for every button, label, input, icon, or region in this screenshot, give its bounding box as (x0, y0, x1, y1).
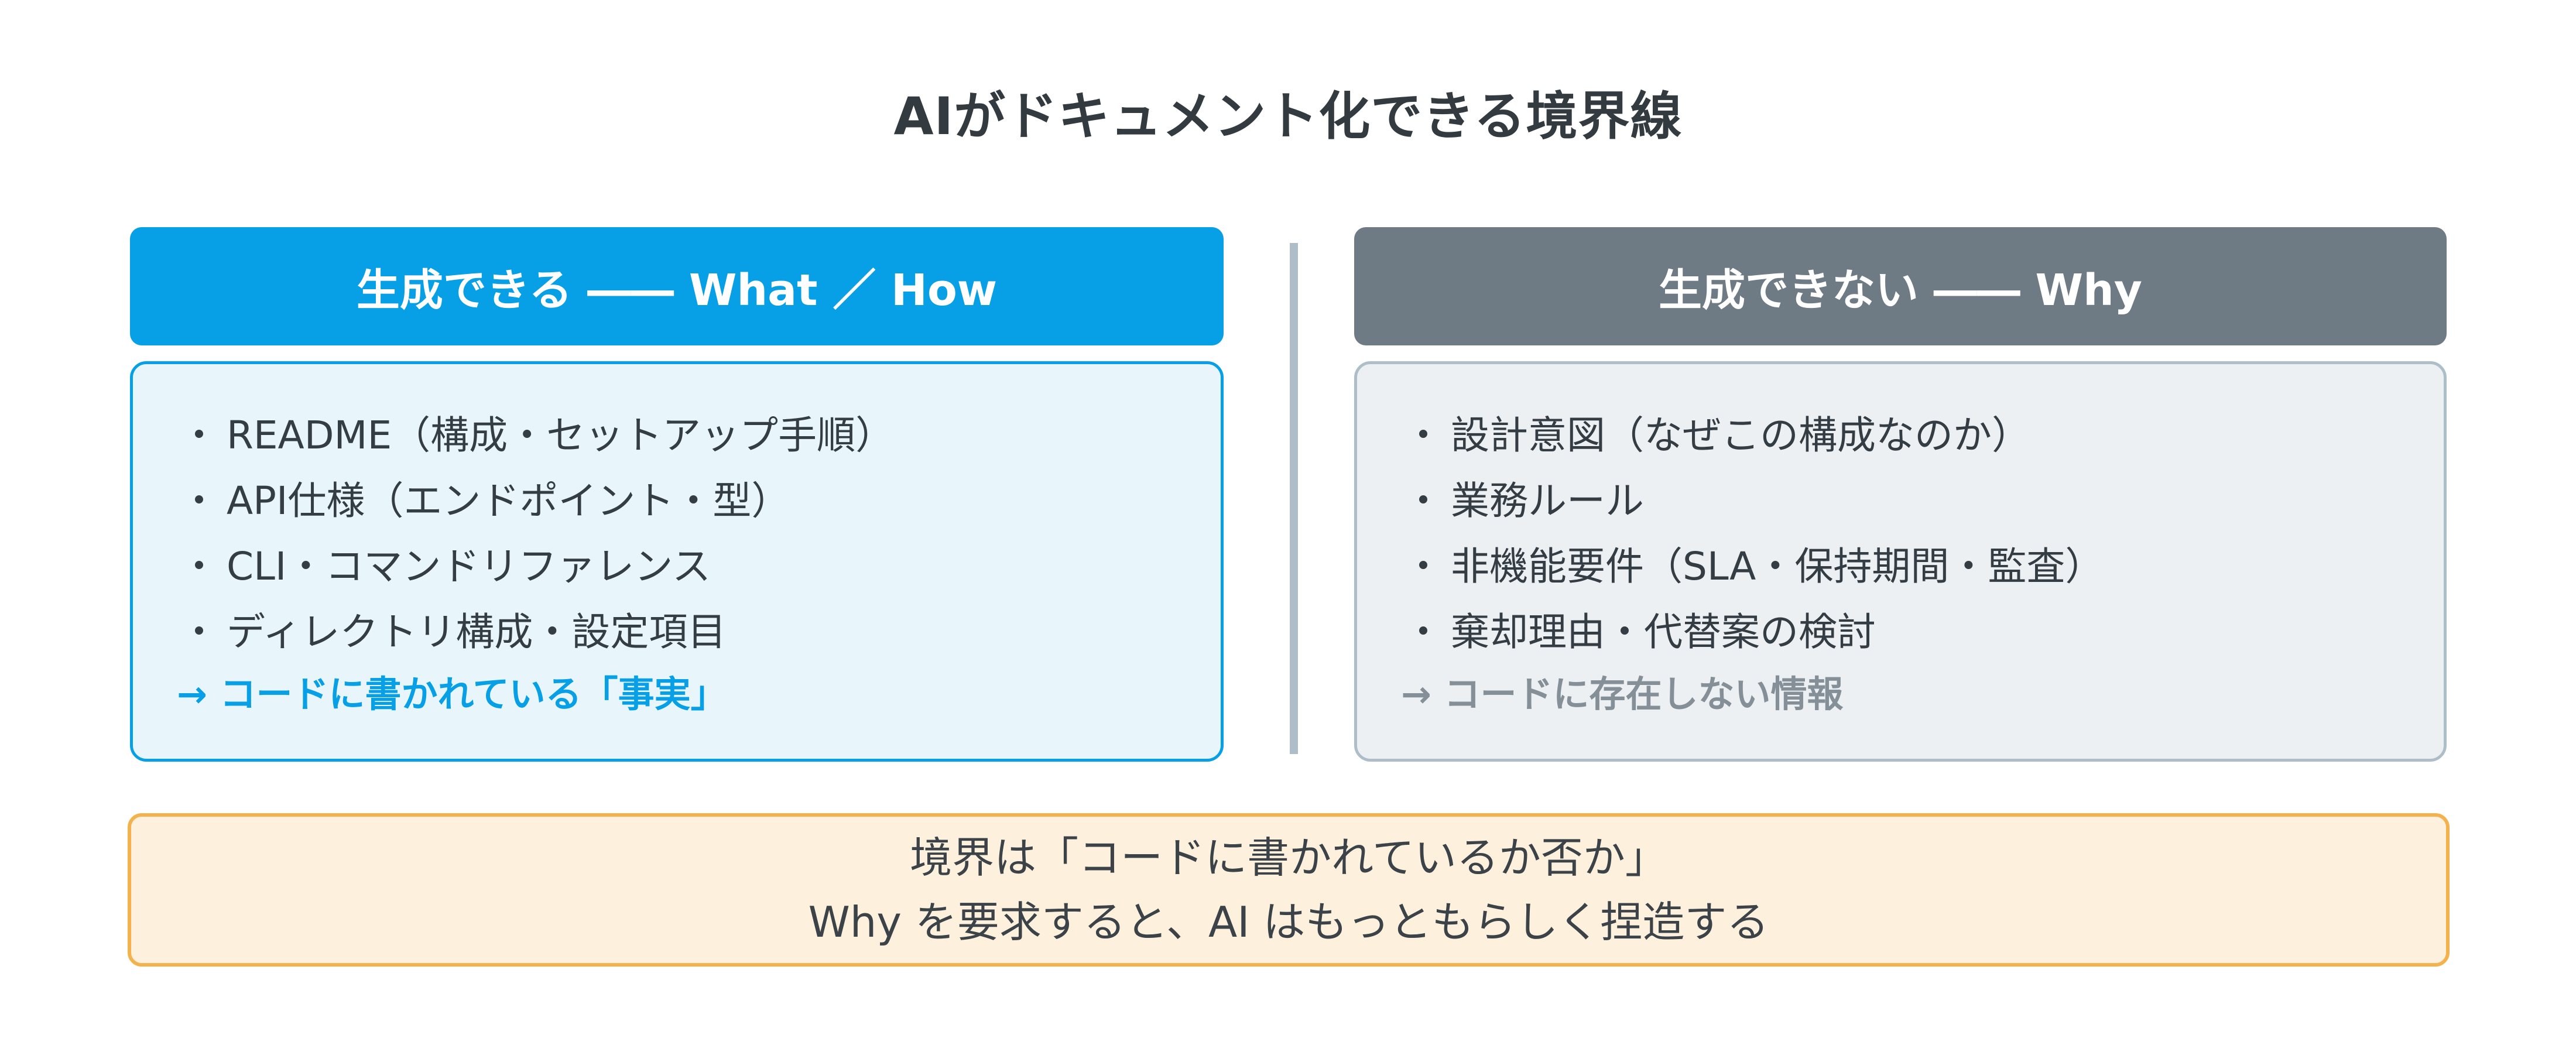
bullet: ・ (180, 609, 218, 655)
item-text: API仕様（エンドポイント・型） (227, 478, 790, 523)
generatable-header: 生成できる ―― What ／ How (130, 227, 1224, 345)
bullet: ・ (1404, 544, 1443, 589)
item-text: 設計意図（なぜこの構成なのか） (1451, 413, 2030, 458)
list-item: ・API仕様（エンドポイント・型） (180, 465, 1221, 530)
list-item: ・CLI・コマンドリファレンス (180, 530, 1221, 596)
list-item: ・README（構成・セットアップ手順） (180, 399, 1221, 465)
bullet: ・ (1404, 413, 1443, 458)
item-text: CLI・コマンドリファレンス (227, 544, 711, 589)
boundary-note-line-1: 境界は「コードに書かれているか否か」 (910, 833, 1667, 882)
boundary-note-line-2: Why を要求すると、AI はもっともらしく捏造する (808, 897, 1769, 947)
bullet: ・ (180, 413, 218, 458)
center-divider (1290, 243, 1298, 754)
item-text: 棄却理由・代替案の検討 (1451, 609, 1876, 655)
list-item: ・業務ルール (1404, 465, 2444, 530)
generatable-conclusion: → コードに書かれている「事実」 (177, 673, 727, 715)
non-generatable-panel: ・設計意図（なぜこの構成なのか） ・業務ルール ・非機能要件（SLA・保持期間・… (1354, 361, 2447, 762)
item-text: README（構成・セットアップ手順） (227, 413, 895, 458)
item-text: ディレクトリ構成・設定項目 (227, 609, 727, 655)
bullet: ・ (180, 478, 218, 523)
list-item: ・設計意図（なぜこの構成なのか） (1404, 399, 2444, 465)
page-title: AIがドキュメント化できる境界線 (893, 86, 1683, 146)
bullet: ・ (1404, 478, 1443, 523)
list-item: ・棄却理由・代替案の検討 (1404, 596, 2444, 662)
boundary-note: 境界は「コードに書かれているか否か」 Why を要求すると、AI はもっともらし… (128, 813, 2450, 967)
non-generatable-header: 生成できない ―― Why (1354, 227, 2447, 345)
non-generatable-conclusion: → コードに存在しない情報 (1401, 673, 1844, 715)
bullet: ・ (1404, 609, 1443, 655)
item-text: 非機能要件（SLA・保持期間・監査） (1451, 544, 2104, 589)
list-item: ・非機能要件（SLA・保持期間・監査） (1404, 530, 2444, 596)
generatable-panel: ・README（構成・セットアップ手順） ・API仕様（エンドポイント・型） ・… (130, 361, 1224, 762)
bullet: ・ (180, 544, 218, 589)
item-text: 業務ルール (1451, 478, 1644, 523)
list-item: ・ディレクトリ構成・設定項目 (180, 596, 1221, 662)
